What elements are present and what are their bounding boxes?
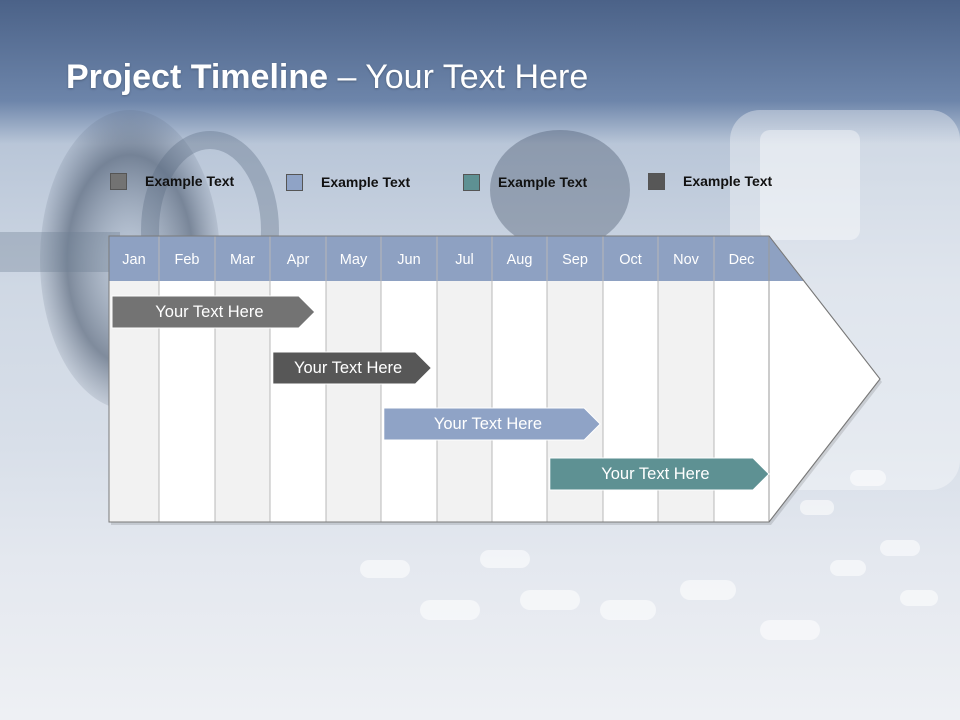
legend-label: Example Text [321, 174, 411, 190]
legend-swatch [463, 173, 480, 191]
task-arrow [383, 407, 601, 441]
month-label: Jan [122, 252, 145, 268]
timeline-outline [108, 235, 881, 523]
month-label: May [340, 252, 368, 268]
month-label: Oct [619, 252, 642, 268]
task-arrow [549, 457, 770, 491]
month-column [437, 281, 492, 522]
task-label: Your Text Here [293, 358, 403, 377]
dumbbell-bar-shape [0, 232, 120, 272]
month-label: Feb [175, 252, 200, 268]
month-label: Jun [397, 252, 420, 268]
month-label: Jul [455, 252, 474, 268]
legend-label: Example Text [683, 173, 773, 189]
task-arrow [111, 295, 316, 329]
month-label: Sep [562, 252, 588, 268]
task-arrow [272, 351, 433, 385]
legend-label: Example Text [145, 173, 235, 189]
timeline-header [109, 236, 804, 281]
legend-item: Example Text [463, 172, 587, 192]
legend-swatch [648, 172, 665, 190]
pills-decoration [360, 470, 938, 640]
film-reel-shape [490, 130, 630, 250]
task-label: Your Text Here [601, 464, 710, 483]
legend-item: Example Text [110, 171, 234, 191]
month-label: Aug [507, 252, 533, 268]
slide-title: Project Timeline – Your Text Here [66, 58, 589, 96]
legend-item: Example Text [286, 172, 410, 192]
month-column [326, 281, 381, 522]
month-label: Apr [287, 252, 310, 268]
bottle-cap-shape [760, 130, 860, 240]
month-label: Nov [673, 252, 700, 268]
legend-label: Example Text [498, 174, 588, 190]
legend-item: Example Text [648, 171, 772, 191]
legend-swatch [286, 173, 303, 191]
month-label: Mar [230, 252, 255, 268]
task-label: Your Text Here [155, 302, 264, 321]
task-label: Your Text Here [433, 414, 543, 433]
month-label: Dec [729, 252, 755, 268]
legend-swatch [110, 172, 127, 190]
